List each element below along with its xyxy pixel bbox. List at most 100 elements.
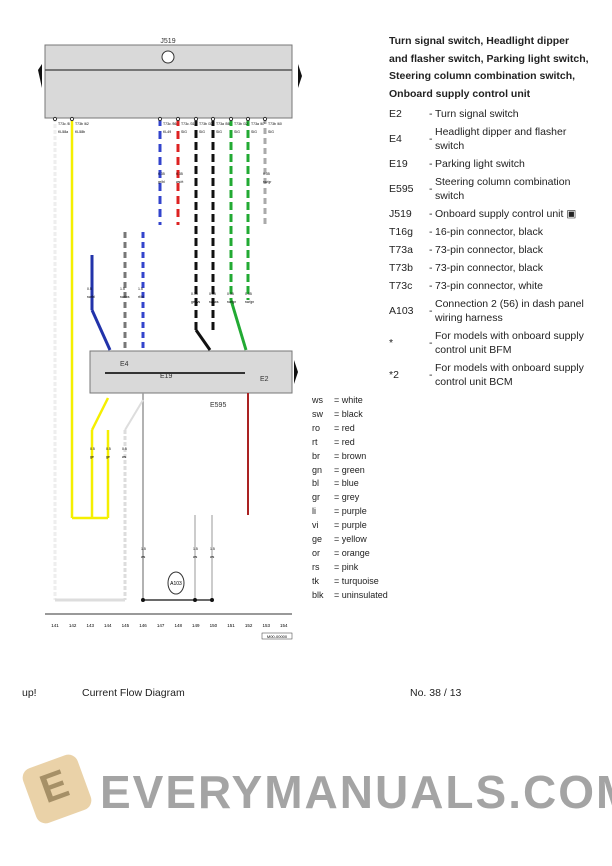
wire-gauge: 1.5 <box>210 547 215 551</box>
color-code-item: bl= blue <box>312 477 388 491</box>
wire-color: rt/bl <box>138 295 144 299</box>
legend-dash: - <box>429 243 433 256</box>
wire <box>229 299 248 351</box>
color-name: brown <box>341 450 367 461</box>
color-abbrev: blk <box>312 589 324 600</box>
color-code-item: rs = pink <box>312 561 388 575</box>
color-name: pink <box>341 561 359 572</box>
wire-gauge: 1.5 <box>120 287 125 291</box>
pin-signal: SIG <box>216 130 222 134</box>
legend-item: E4 -Headlight dipper and flasher switch <box>389 123 589 155</box>
wire-gauge: 0.5 <box>106 447 111 451</box>
legend-dash: - <box>429 304 433 317</box>
legend-item: E2-Turn signal switch <box>389 105 589 123</box>
pin-label: T73c /31 <box>181 122 195 126</box>
color-eq: = <box>334 561 342 572</box>
wire-color: sw/bl <box>87 295 95 299</box>
color-name: orange <box>341 547 370 558</box>
pin-label: T73b /33 <box>199 122 213 126</box>
column-number: 152 <box>245 623 253 628</box>
wire-color: sw/gn <box>245 300 254 304</box>
wire-color: sw/gn <box>227 300 236 304</box>
legend-code: *2 <box>389 368 399 381</box>
legend-code: E2 <box>389 107 402 120</box>
pin-label: T73a /67 <box>251 122 265 126</box>
pin-terminal <box>157 116 163 122</box>
wire-gauge: 0.5 <box>122 447 127 451</box>
legend-desc: Headlight dipper and flasher switch <box>435 126 567 152</box>
wire-gauge: 0.35 <box>158 172 165 176</box>
pin-terminal <box>52 116 58 122</box>
legend-dash: - <box>429 132 433 145</box>
legend-item: *2-For models with onboard supply contro… <box>389 359 589 391</box>
wire-gauge: 1.5 <box>193 547 198 551</box>
column-number: 148 <box>174 623 182 628</box>
color-abbrev: li <box>312 506 316 517</box>
color-eq: = <box>334 464 342 475</box>
wire-gauge: 0.5 <box>90 447 95 451</box>
legend-dash: - <box>429 279 433 292</box>
pin-label: T73c /8 <box>58 122 70 126</box>
color-abbrev: br <box>312 450 321 461</box>
connection-label: A103 <box>170 581 182 587</box>
continuation-arrow-left-icon <box>38 64 42 88</box>
color-code-item: tk= turquoise <box>312 575 388 589</box>
legend-item: T73c-73-pin connector, white <box>389 277 589 295</box>
legend-desc: 73-pin connector, black <box>435 244 543 256</box>
column-number: 151 <box>227 623 235 628</box>
footer-page-number: No. 38 / 13 <box>410 687 462 699</box>
legend-code: E4 <box>389 132 402 145</box>
legend-item: E19-Parking light switch <box>389 155 589 173</box>
pin-label: T73c /56 <box>163 122 177 126</box>
wire-gauge: 0.5 <box>87 287 92 291</box>
wire-color: gr/bl <box>158 180 165 184</box>
color-name: green <box>341 464 365 475</box>
legend-code: T73c <box>389 279 413 292</box>
color-abbrev: ro <box>312 422 321 433</box>
wire-color: ws <box>210 555 215 559</box>
wire-color: ge <box>106 455 110 459</box>
column-number: 142 <box>69 623 77 628</box>
pin-signal: SIG <box>199 130 205 134</box>
legend-dash: - <box>429 336 433 349</box>
wire-color: sw/gr <box>263 180 272 184</box>
color-eq: = <box>334 408 342 419</box>
legend-dash: - <box>429 207 433 220</box>
legend-desc: Turn signal switch <box>435 108 519 120</box>
column-number: 145 <box>122 623 130 628</box>
wire <box>90 397 110 431</box>
component-label: E19 <box>160 373 173 380</box>
wire-color: ws <box>141 555 146 559</box>
pin-terminal <box>175 116 181 122</box>
legend-code: T73a <box>389 243 413 256</box>
color-eq: = <box>334 534 342 545</box>
legend-dash: - <box>429 225 433 238</box>
component-label: E4 <box>120 361 129 368</box>
wire-gauge: 0.35 <box>245 292 252 296</box>
component-label: E595 <box>210 402 226 409</box>
control-unit-symbol-icon <box>161 50 175 64</box>
legend-code: A103 <box>389 304 414 317</box>
pin-terminal <box>69 116 75 122</box>
color-name: uninsulated <box>341 589 388 600</box>
wire-color: ws <box>122 455 127 459</box>
legend-item: T73b-73-pin connector, black <box>389 259 589 277</box>
legend-desc: Parking light switch <box>435 158 525 170</box>
color-name: blue <box>341 478 359 489</box>
wire-color: ws/rt <box>176 180 183 184</box>
color-name: red <box>341 436 355 447</box>
legend-item: J519-Onboard supply control unit ▣ <box>389 205 589 223</box>
color-eq: = <box>334 422 342 433</box>
pin-signal: SIG <box>181 130 187 134</box>
pin-signal: SIG <box>251 130 257 134</box>
wire-gauge: 1.5 <box>138 287 143 291</box>
legend-item: *-For models with onboard supply control… <box>389 327 589 359</box>
color-abbrev: rs <box>312 561 320 572</box>
wire-color: ws <box>193 555 198 559</box>
color-eq: = <box>334 478 342 489</box>
color-code-item: br= brown <box>312 450 388 464</box>
column-number: 147 <box>157 623 165 628</box>
wire <box>90 309 112 351</box>
column-number: 143 <box>86 623 94 628</box>
